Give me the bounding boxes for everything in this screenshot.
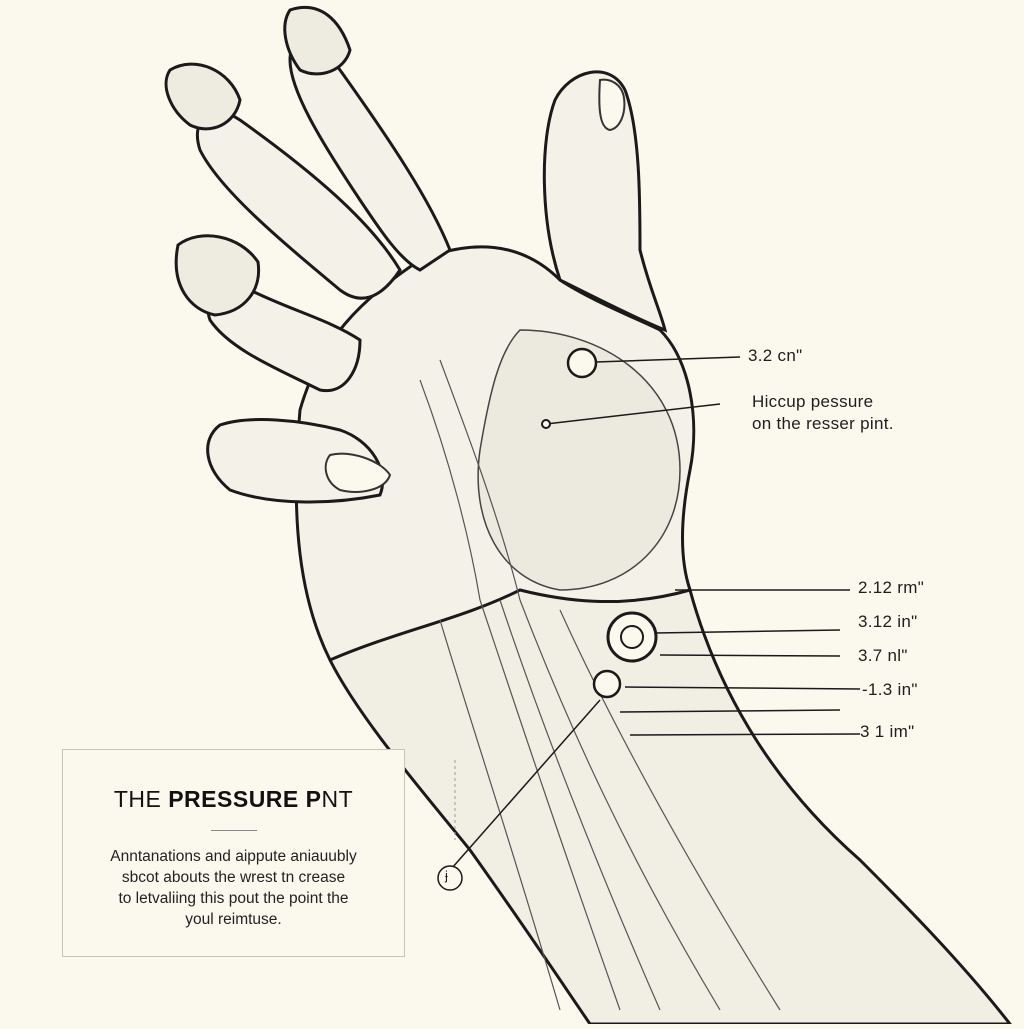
tendon-lines [419, 359, 781, 1011]
measure-label-6: 3 1 im" [860, 722, 915, 741]
pressure-point-lower[interactable] [592, 669, 622, 699]
info-divider [211, 830, 257, 831]
index-finger [288, 40, 452, 272]
thenar-eminence [477, 329, 681, 591]
thumb [542, 70, 668, 333]
pressure-point-upper[interactable] [566, 347, 598, 379]
ring-finger [205, 282, 362, 393]
info-body-line: to letvaliing this pout the point the [118, 890, 349, 907]
info-title-prefix: THE [113, 786, 169, 812]
info-body-line: youl reimtuse. [185, 911, 282, 928]
measure-label-1: 3.2 cn" [748, 346, 803, 365]
info-body-line: sbcot abouts the wrest tn crease [121, 869, 346, 886]
little-finger-nail [324, 452, 392, 493]
pressure-point-wrist[interactable] [606, 611, 658, 663]
measure-label-2: 2.12 rm" [858, 578, 925, 597]
info-title-bold: PRESSURE P [168, 786, 322, 812]
measure-label-5: -1.3 in" [862, 680, 918, 699]
small-marker-circle [437, 865, 463, 891]
thumb-nail [598, 78, 626, 132]
leader-lines [451, 356, 861, 869]
note-line-2: on the resser pint. [752, 414, 894, 433]
info-box: THE PRESSURE PNT Anntanations and aipput… [62, 749, 405, 957]
forearm [328, 499, 1014, 1026]
middle-finger-tip [164, 62, 242, 131]
measure-label-3: 3.12 in" [858, 612, 918, 631]
ring-finger-tip [174, 234, 261, 317]
small-marker-label: ɉ [445, 868, 449, 883]
info-title: THE PRESSURE PNT [63, 786, 404, 813]
measure-label-4: 3.7 nl" [858, 646, 908, 665]
info-title-suffix: NT [321, 786, 354, 812]
middle-finger [195, 110, 402, 300]
info-body-line: Anntanations and aippute aniauubly [110, 848, 357, 865]
info-body: Anntanations and aippute aniauubly sbcot… [71, 846, 396, 930]
pressure-point-small[interactable] [541, 419, 551, 429]
note-line-1: Hiccup pessure [752, 392, 874, 411]
index-finger-tip [283, 5, 352, 76]
